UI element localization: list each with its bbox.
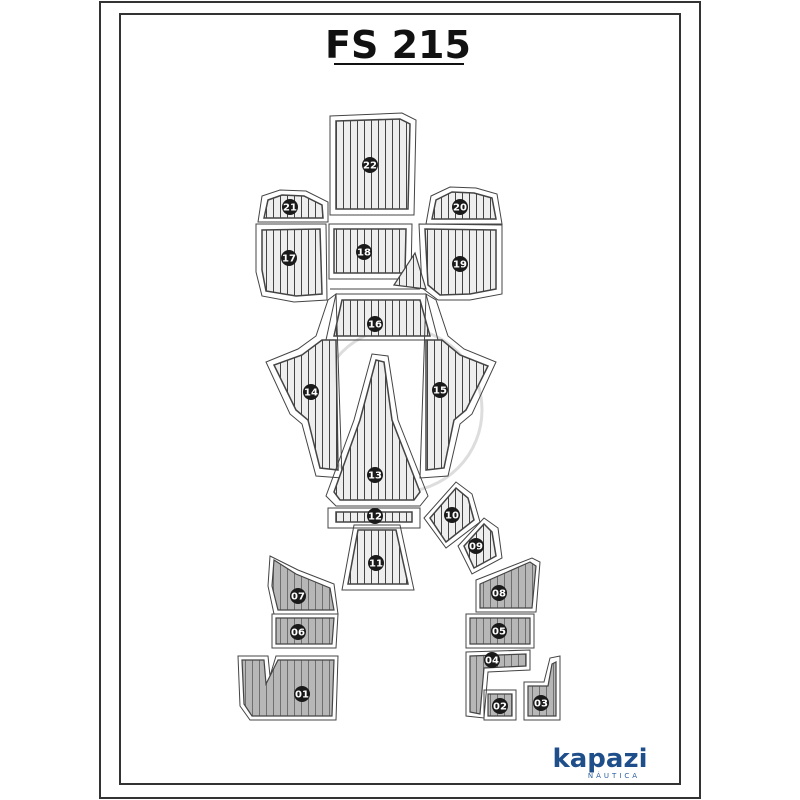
piece-01 xyxy=(237,655,339,721)
piece-label-22: 22 xyxy=(362,157,378,173)
svg-text:15: 15 xyxy=(433,386,447,397)
piece-label-20: 20 xyxy=(452,199,468,215)
piece-label-04: 04 xyxy=(484,652,500,668)
brand-name: kapazi xyxy=(552,744,647,774)
piece-label-08: 08 xyxy=(491,585,507,601)
svg-text:06: 06 xyxy=(291,628,305,639)
piece-labels: 22 21 20 17 18 19 16 14 15 13 12 11 10 0… xyxy=(281,157,549,714)
piece-label-16: 16 xyxy=(367,316,383,332)
svg-text:09: 09 xyxy=(469,542,483,553)
piece-label-21: 21 xyxy=(282,199,298,215)
svg-text:05: 05 xyxy=(492,627,506,638)
svg-text:03: 03 xyxy=(534,699,548,710)
piece-08 xyxy=(475,557,541,613)
svg-text:13: 13 xyxy=(368,471,382,482)
piece-04 xyxy=(465,649,531,719)
svg-text:20: 20 xyxy=(453,203,467,214)
svg-text:12: 12 xyxy=(368,512,382,523)
piece-15 xyxy=(419,293,497,479)
svg-text:08: 08 xyxy=(492,589,506,600)
inner-frame xyxy=(119,13,681,785)
svg-text:07: 07 xyxy=(291,592,305,603)
svg-text:01: 01 xyxy=(295,690,309,701)
piece-label-02: 02 xyxy=(492,698,508,714)
svg-text:11: 11 xyxy=(369,559,383,570)
brand-logo: kapazi NÁUTICA xyxy=(552,744,647,780)
svg-text:22: 22 xyxy=(363,161,377,172)
svg-text:19: 19 xyxy=(453,260,467,271)
piece-14 xyxy=(265,293,343,479)
svg-text:14: 14 xyxy=(304,388,318,399)
brand-subtitle: NÁUTICA xyxy=(588,771,640,780)
piece-label-01: 01 xyxy=(294,686,310,702)
svg-text:17: 17 xyxy=(282,254,296,265)
piece-label-11: 11 xyxy=(368,555,384,571)
piece-label-14: 14 xyxy=(303,384,319,400)
piece-label-05: 05 xyxy=(491,623,507,639)
piece-label-09: 09 xyxy=(468,538,484,554)
piece-07 xyxy=(267,555,339,615)
piece-label-10: 10 xyxy=(444,507,460,523)
svg-text:21: 21 xyxy=(283,203,297,214)
piece-label-15: 15 xyxy=(432,382,448,398)
connector-strip xyxy=(392,251,427,290)
piece-label-03: 03 xyxy=(533,695,549,711)
svg-text:10: 10 xyxy=(445,511,459,522)
outer-frame xyxy=(99,1,701,799)
piece-label-18: 18 xyxy=(356,244,372,260)
piece-label-07: 07 xyxy=(290,588,306,604)
svg-text:02: 02 xyxy=(493,702,507,713)
svg-text:16: 16 xyxy=(368,320,382,331)
piece-label-06: 06 xyxy=(290,624,306,640)
piece-label-12: 12 xyxy=(367,508,383,524)
svg-text:18: 18 xyxy=(357,248,371,259)
piece-label-17: 17 xyxy=(281,250,297,266)
svg-text:04: 04 xyxy=(485,656,499,667)
piece-13 xyxy=(325,353,429,507)
page-title: FS 215 xyxy=(325,23,471,67)
piece-label-19: 19 xyxy=(452,256,468,272)
piece-16 xyxy=(325,293,439,341)
piece-label-13: 13 xyxy=(367,467,383,483)
